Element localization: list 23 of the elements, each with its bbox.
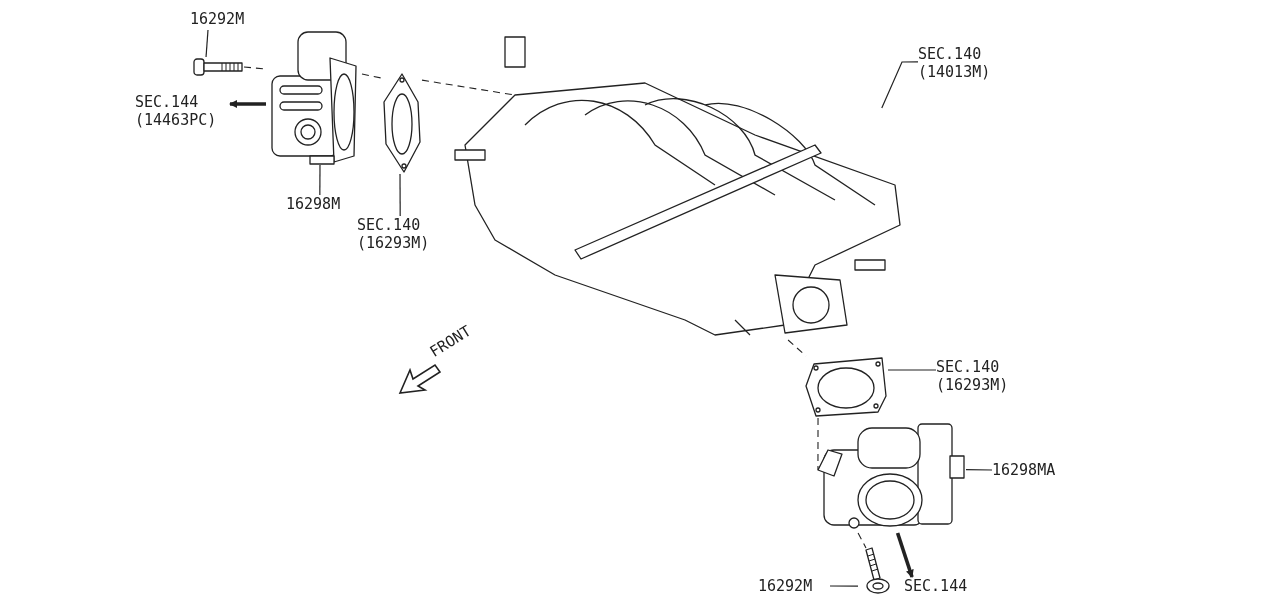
- alignment-line: [361, 73, 383, 79]
- arrow: [229, 100, 266, 108]
- leader-line: [829, 585, 859, 587]
- leader-line: [965, 469, 993, 471]
- part-number: SEC.140 (16293M): [357, 216, 447, 252]
- leader-line: [887, 369, 937, 371]
- part-number: SEC.144 (14463PC): [135, 93, 230, 129]
- part-number: 16292M: [758, 577, 830, 595]
- leader-line: [319, 164, 321, 196]
- part-number: SEC.144: [904, 577, 979, 595]
- gasket-drawing: [382, 72, 422, 174]
- gasket-drawing: [804, 356, 888, 418]
- arrow: [895, 532, 914, 578]
- alignment-line: [857, 532, 867, 549]
- leader-line: [881, 61, 919, 109]
- bolt-drawing: [192, 57, 244, 77]
- part-number: SEC.140 (16293M): [936, 358, 1026, 394]
- part-number: 16298M: [286, 195, 358, 213]
- part-number: 16292M: [190, 10, 262, 28]
- leader-line: [399, 173, 401, 217]
- part-number: 16298MA: [992, 461, 1077, 479]
- part-number: SEC.140 (14013M): [918, 45, 1008, 81]
- leader-line: [205, 29, 209, 58]
